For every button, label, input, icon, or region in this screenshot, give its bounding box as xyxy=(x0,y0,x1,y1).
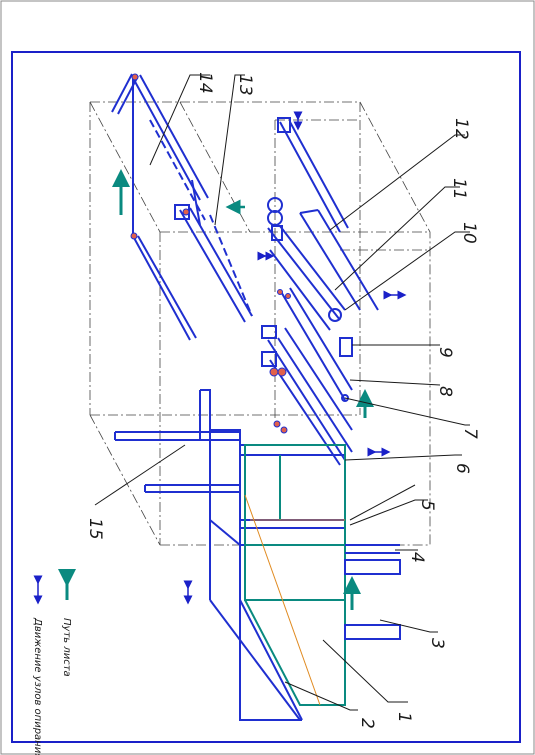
upper-carriage xyxy=(111,73,253,341)
label-2: 2 xyxy=(357,718,377,729)
label-10: 10 xyxy=(459,222,479,244)
label-4: 4 xyxy=(407,552,427,563)
legend-sheet-path: Путь листа xyxy=(61,618,72,677)
beam-12 xyxy=(277,117,379,311)
label-3: 3 xyxy=(427,638,447,649)
label-15: 15 xyxy=(85,518,105,540)
label-5: 5 xyxy=(417,500,437,511)
construction-lines xyxy=(89,101,431,546)
label-14: 14 xyxy=(195,72,215,94)
support-table-15 xyxy=(114,389,345,721)
label-1: 1 xyxy=(394,712,414,723)
label-9: 9 xyxy=(435,347,455,358)
assembly-7-9 xyxy=(261,325,353,466)
part-labels: 1 2 3 4 5 6 7 8 9 10 11 12 13 14 15 xyxy=(85,72,480,729)
support-motion-arrows xyxy=(183,111,407,605)
roller-assembly xyxy=(267,197,353,401)
drawing-frame xyxy=(11,51,521,743)
label-6: 6 xyxy=(452,463,472,474)
upper-joints xyxy=(130,73,190,240)
supports-3-4 xyxy=(344,544,401,640)
label-12: 12 xyxy=(451,118,471,140)
centre-axis-line xyxy=(244,494,321,706)
label-7: 7 xyxy=(460,428,480,439)
label-13: 13 xyxy=(235,74,255,96)
label-8: 8 xyxy=(435,386,455,397)
label-11: 11 xyxy=(449,178,469,200)
legend: Путь листа Движение узлов опирания xyxy=(32,569,76,755)
lower-joints xyxy=(269,367,288,434)
leader-lines xyxy=(94,74,470,711)
legend-support-motion: Движение узлов опирания xyxy=(32,617,43,755)
mid-joints xyxy=(277,289,291,299)
